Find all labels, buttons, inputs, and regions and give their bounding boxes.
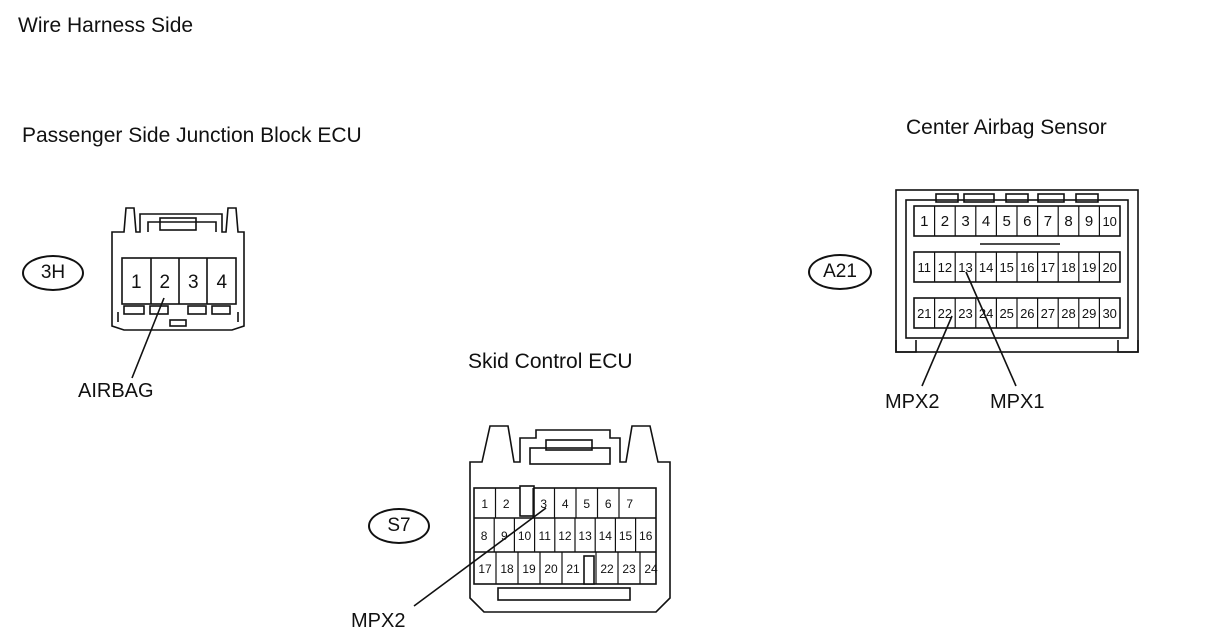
pin-a21-2: 2 xyxy=(941,213,949,230)
pin-a21-18: 18 xyxy=(1061,260,1075,275)
pin-a21-23: 23 xyxy=(958,306,972,321)
pin-s7-10: 10 xyxy=(518,529,532,543)
pin-a21-3: 3 xyxy=(961,213,969,230)
pin-a21-13: 13 xyxy=(958,260,972,275)
pin-s7-1: 1 xyxy=(481,497,488,511)
pin-a21-24: 24 xyxy=(979,306,993,321)
pin-a21-25: 25 xyxy=(999,306,1013,321)
pin-s7-22: 22 xyxy=(600,562,614,576)
pin-a21-27: 27 xyxy=(1041,306,1055,321)
pin-a21-7: 7 xyxy=(1044,213,1052,230)
pin-s7-15: 15 xyxy=(619,529,633,543)
airbag-leader-line xyxy=(131,297,165,379)
pin-s7-13: 13 xyxy=(578,529,592,543)
junction-block-title: Passenger Side Junction Block ECU xyxy=(22,124,362,147)
airbag-sensor-mpx1-label: MPX1 xyxy=(990,391,1045,413)
pin-s7-5: 5 xyxy=(583,497,590,511)
connector-3h-body xyxy=(111,207,245,331)
pin-a21-29: 29 xyxy=(1082,306,1096,321)
pin-s7-17: 17 xyxy=(478,562,492,576)
pin-s7-6: 6 xyxy=(605,497,612,511)
pin-a21-12: 12 xyxy=(938,260,952,275)
pin-3h-3: 3 xyxy=(188,272,199,293)
page-title: Wire Harness Side xyxy=(18,14,194,37)
pin-s7-21: 21 xyxy=(566,562,580,576)
pin-a21-6: 6 xyxy=(1023,213,1031,230)
pin-s7-8: 8 xyxy=(481,529,488,543)
pin-s7-20: 20 xyxy=(544,562,558,576)
pin-s7-14: 14 xyxy=(599,529,613,543)
connector-code-3h: 3H xyxy=(22,255,84,291)
pin-a21-20: 20 xyxy=(1102,260,1116,275)
pin-s7-12: 12 xyxy=(558,529,572,543)
pin-a21-14: 14 xyxy=(979,260,993,275)
skid-control-title: Skid Control ECU xyxy=(468,350,633,373)
pin-s7-16: 16 xyxy=(639,529,653,543)
pin-s7-9: 9 xyxy=(501,529,508,543)
pin-a21-1: 1 xyxy=(920,213,928,230)
center-airbag-title: Center Airbag Sensor xyxy=(906,116,1107,139)
pin-a21-10: 10 xyxy=(1102,214,1116,229)
pin-s7-24: 24 xyxy=(644,562,658,576)
pin-s7-7: 7 xyxy=(626,497,633,511)
pin-a21-19: 19 xyxy=(1082,260,1096,275)
connector-code-a21: A21 xyxy=(808,254,872,290)
pin-a21-4: 4 xyxy=(982,213,990,230)
airbag-sensor-mpx2-label: MPX2 xyxy=(885,391,940,413)
pin-a21-30: 30 xyxy=(1102,306,1116,321)
pin-3h-1: 1 xyxy=(131,272,142,293)
pin-s7-2: 2 xyxy=(503,497,510,511)
pin-a21-9: 9 xyxy=(1085,213,1093,230)
pin-s7-4: 4 xyxy=(562,497,569,511)
pin-a21-8: 8 xyxy=(1064,213,1072,230)
pin-s7-3: 3 xyxy=(540,497,547,511)
a21-mpx1-leader-line xyxy=(965,271,1017,387)
pin-a21-11: 11 xyxy=(918,260,932,275)
pin-a21-21: 21 xyxy=(917,306,931,321)
pin-a21-5: 5 xyxy=(1003,213,1011,230)
a21-mpx2-leader-line xyxy=(921,315,953,387)
skid-mpx2-pin-label: MPX2 xyxy=(351,610,406,632)
pin-3h-4: 4 xyxy=(216,272,227,293)
pin-a21-16: 16 xyxy=(1020,260,1034,275)
connector-code-s7: S7 xyxy=(368,508,430,544)
airbag-pin-label: AIRBAG xyxy=(78,380,154,402)
pin-a21-15: 15 xyxy=(999,260,1013,275)
pin-s7-11: 11 xyxy=(538,529,551,543)
pin-s7-19: 19 xyxy=(522,562,536,576)
pin-3h-2: 2 xyxy=(159,272,170,293)
pin-a21-26: 26 xyxy=(1020,306,1034,321)
s7-mpx2-leader-line xyxy=(413,507,547,607)
pin-a21-22: 22 xyxy=(938,306,952,321)
connector-s7-body xyxy=(469,425,671,613)
pin-a21-28: 28 xyxy=(1061,306,1075,321)
pin-s7-18: 18 xyxy=(500,562,514,576)
pin-s7-23: 23 xyxy=(622,562,636,576)
pin-a21-17: 17 xyxy=(1041,260,1055,275)
